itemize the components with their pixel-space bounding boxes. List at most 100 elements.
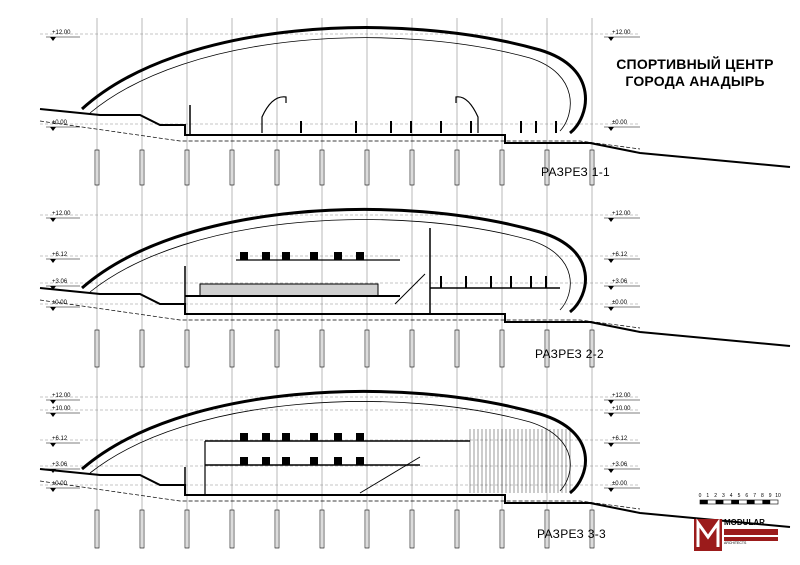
level-label-right: ±0.00 bbox=[612, 120, 628, 126]
seat bbox=[356, 252, 364, 260]
seat bbox=[262, 252, 270, 260]
level-marker bbox=[608, 443, 614, 447]
seat bbox=[282, 252, 290, 260]
pile bbox=[229, 149, 235, 186]
scale-tick-label: 9 bbox=[769, 493, 772, 499]
level-marker bbox=[608, 413, 614, 417]
hoop-right bbox=[455, 96, 479, 133]
section-2 bbox=[39, 208, 791, 347]
title-line-1: СПОРТИВНЫЙ ЦЕНТР bbox=[616, 56, 774, 72]
level-marker bbox=[50, 413, 56, 417]
scale-tick-label: 4 bbox=[730, 493, 733, 499]
level-label-right: +10.00 bbox=[612, 406, 631, 412]
pile bbox=[319, 509, 325, 549]
pile bbox=[454, 329, 460, 368]
pile bbox=[409, 509, 415, 549]
floor-slab bbox=[39, 468, 791, 528]
seat bbox=[310, 433, 318, 441]
level-label-left: +12.00 bbox=[52, 30, 71, 36]
scale-tick-label: 10 bbox=[775, 493, 781, 499]
sections bbox=[39, 26, 791, 528]
figure bbox=[535, 121, 537, 133]
level-label-right: +12.00 bbox=[612, 393, 631, 399]
pile bbox=[364, 509, 370, 549]
scale-segment bbox=[746, 500, 755, 504]
level-label-right: +3.06 bbox=[612, 279, 628, 285]
foundation-piles bbox=[94, 149, 595, 549]
level-marker bbox=[608, 259, 614, 263]
pile bbox=[139, 509, 145, 549]
pile bbox=[589, 329, 595, 368]
foundation-line bbox=[39, 299, 641, 329]
level-marker bbox=[50, 400, 56, 404]
pile bbox=[94, 509, 100, 549]
logo-subtext: ARCHITECTS bbox=[724, 541, 747, 545]
pile bbox=[184, 149, 190, 186]
pile bbox=[364, 329, 370, 368]
scale-tick-label: 2 bbox=[714, 493, 717, 499]
level-label-right: ±0.00 bbox=[612, 300, 628, 306]
section-label-3: РАЗРЕЗ 3-3 bbox=[537, 527, 606, 541]
figure bbox=[390, 121, 392, 133]
floor-slab bbox=[39, 287, 791, 347]
roof-inner bbox=[89, 37, 571, 132]
level-lines: +12.00+12.00±0.00±0.00+12.00+12.00+6.12+… bbox=[40, 30, 640, 492]
pile bbox=[364, 149, 370, 186]
level-label-left: ±0.00 bbox=[52, 120, 68, 126]
level-marker bbox=[50, 443, 56, 447]
level-marker bbox=[50, 286, 56, 290]
pool bbox=[199, 283, 379, 297]
figure bbox=[300, 121, 302, 133]
level-marker bbox=[608, 286, 614, 290]
seat bbox=[240, 252, 248, 260]
level-label-left: +6.12 bbox=[52, 436, 68, 442]
figure bbox=[490, 276, 492, 288]
level-label-right: ±0.00 bbox=[612, 481, 628, 487]
pile bbox=[499, 509, 505, 549]
level-marker bbox=[608, 400, 614, 404]
level-label-left: +10.00 bbox=[52, 406, 71, 412]
level-marker bbox=[608, 127, 614, 131]
seat bbox=[356, 457, 364, 465]
pile bbox=[544, 329, 550, 368]
seat bbox=[240, 457, 248, 465]
seat bbox=[240, 433, 248, 441]
figure bbox=[440, 276, 442, 288]
level-marker bbox=[50, 218, 56, 222]
pile bbox=[319, 329, 325, 368]
roof-outer bbox=[80, 26, 587, 135]
level-marker bbox=[50, 37, 56, 41]
pile bbox=[499, 149, 505, 186]
pile bbox=[274, 149, 280, 186]
title-line-2: ГОРОДА АНАДЫРЬ bbox=[625, 73, 765, 89]
pile bbox=[454, 149, 460, 186]
scale-tick-label: 1 bbox=[706, 493, 709, 499]
figure bbox=[410, 121, 412, 133]
section-label-2: РАЗРЕЗ 2-2 bbox=[535, 347, 604, 361]
pile bbox=[544, 149, 550, 186]
pile bbox=[94, 149, 100, 186]
scale-segment bbox=[715, 500, 724, 504]
level-marker bbox=[608, 469, 614, 473]
pile bbox=[454, 509, 460, 549]
seat bbox=[310, 457, 318, 465]
section-1 bbox=[39, 26, 791, 168]
seat bbox=[262, 433, 270, 441]
seat bbox=[356, 433, 364, 441]
seat bbox=[282, 457, 290, 465]
level-label-left: +12.00 bbox=[52, 393, 71, 399]
figure bbox=[465, 276, 467, 288]
level-marker bbox=[608, 218, 614, 222]
level-marker bbox=[608, 37, 614, 41]
scale-tick-label: 3 bbox=[722, 493, 725, 499]
seat bbox=[282, 433, 290, 441]
seat bbox=[262, 457, 270, 465]
figure bbox=[510, 276, 512, 288]
foundation-line bbox=[39, 120, 641, 150]
pile bbox=[139, 329, 145, 368]
roof-inner bbox=[89, 401, 571, 492]
pile bbox=[499, 329, 505, 368]
pile bbox=[94, 329, 100, 368]
